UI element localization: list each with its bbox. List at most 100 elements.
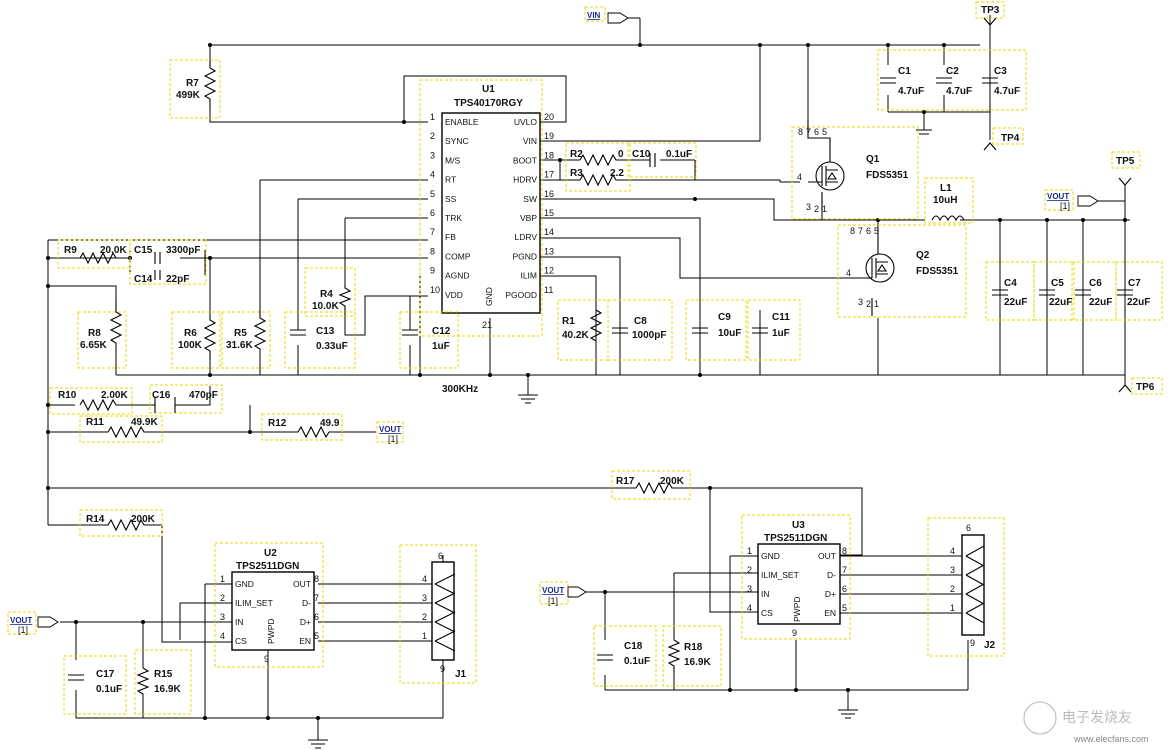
u1-pin-14-num: 14 xyxy=(544,227,554,237)
u2-pin-4-name: CS xyxy=(235,636,247,646)
c3-value: 4.7uF xyxy=(994,86,1020,97)
u3-pin-1-num: 1 xyxy=(747,546,752,556)
r6-ref: R6 xyxy=(184,328,197,339)
inductor-l1: L1 10uH xyxy=(924,177,974,224)
q2-gate-pin: 4 xyxy=(846,268,851,278)
u1-pin-18-num: 18 xyxy=(544,150,554,160)
r15-ref: R15 xyxy=(154,669,173,680)
u1-pin-11-num: 11 xyxy=(544,285,553,295)
c12-value: 1uF xyxy=(432,341,450,352)
u2-pin-6-name: D+ xyxy=(300,617,311,627)
u1-pin-10-num: 10 xyxy=(430,285,440,295)
r14-ref: R14 xyxy=(86,514,105,525)
u1-pin-9-num: 9 xyxy=(430,266,435,276)
r17-ref: R17 xyxy=(616,476,635,487)
r4-ref: R4 xyxy=(320,289,333,300)
u2-pad-num: 9 xyxy=(264,654,269,664)
c11-ref: C11 xyxy=(772,312,790,323)
c13-ref: C13 xyxy=(316,326,335,337)
r6-value: 100K xyxy=(178,340,203,351)
r12-value: 49.9 xyxy=(320,418,340,429)
q1-pin-7: 7 xyxy=(806,127,811,137)
r7-value: 499K xyxy=(176,90,201,101)
vout-flag-sheet-mid: [1] xyxy=(388,434,398,444)
r1-ref: R1 xyxy=(562,316,575,327)
test-points: TP3 TP4 TP5 TP6 xyxy=(975,1,1163,395)
u2-pin-2-num: 2 xyxy=(220,593,225,603)
c14-ref: C14 xyxy=(134,274,153,285)
c5-ref: C5 xyxy=(1051,278,1064,289)
u2-pin-1-name: GND xyxy=(235,579,254,589)
q2-pin-1: 1 xyxy=(874,299,879,309)
q2-mosfet: 8 7 6 5 3 2 1 4 Q2 FDS5351 xyxy=(837,224,967,318)
r18-ref: R18 xyxy=(684,642,703,653)
u2-pin-8-num: 8 xyxy=(314,574,319,584)
r1-value: 40.2K xyxy=(562,330,589,341)
u3-pin-2-name: ILIM_SET xyxy=(761,570,799,580)
j1-pin-2: 2 xyxy=(422,612,427,622)
j2-pin-3: 3 xyxy=(950,565,955,575)
u1-pin-2-name: SYNC xyxy=(445,136,469,146)
u3-part: TPS2511DGN xyxy=(764,533,827,544)
u1-pin-3-num: 3 xyxy=(430,150,435,160)
q1-mosfet: 8 7 6 5 3 2 1 4 Q1 FDS5351 xyxy=(791,120,919,220)
u3-pin-8-num: 8 xyxy=(842,546,847,556)
tp5-label: TP5 xyxy=(1116,156,1135,167)
c9-ref: C9 xyxy=(718,312,731,323)
r5-ref: R5 xyxy=(234,328,247,339)
u1-pin-4-num: 4 xyxy=(430,170,435,180)
u1-pin-15-num: 15 xyxy=(544,208,554,218)
u3-pin-6-name: D+ xyxy=(825,589,836,599)
u2-part: TPS2511DGN xyxy=(236,561,299,572)
watermark-url: www.elecfans.com xyxy=(1073,734,1149,744)
r3-value: 2.2 xyxy=(610,168,624,179)
tp6-label: TP6 xyxy=(1136,382,1155,393)
q1-pin-3: 3 xyxy=(806,202,811,212)
u1-pin-18-name: BOOT xyxy=(513,155,537,165)
c11-value: 1uF xyxy=(772,328,790,339)
q2-ref: Q2 xyxy=(916,250,930,261)
j2-pin-4: 4 xyxy=(950,546,955,556)
u1-part: TPS40170RGY xyxy=(454,98,523,109)
u1-pin-15-name: VBP xyxy=(520,213,537,223)
j1-ref: J1 xyxy=(455,669,467,680)
r7-ref: R7 xyxy=(186,78,199,89)
u1-pin-17-name: HDRV xyxy=(513,175,537,185)
u1-pin-7-name: FB xyxy=(445,232,456,242)
q2-pin-8: 8 xyxy=(850,226,855,236)
c3-ref: C3 xyxy=(994,66,1007,77)
r10-value: 2.00K xyxy=(101,390,128,401)
u3-pad-name: PWPD xyxy=(792,597,802,623)
l1-ref: L1 xyxy=(940,183,952,194)
u1-pin-17-num: 17 xyxy=(544,170,554,180)
u3-pad-num: 9 xyxy=(792,628,797,638)
c18-value: 0.1uF xyxy=(624,656,650,667)
q2-pin-6: 6 xyxy=(866,226,871,236)
junction-dots xyxy=(46,43,1127,720)
resistors: R7 499K R2 0 R3 2.2 R9 20.0K R8 6.65K R6… xyxy=(49,59,722,715)
u1-pin-11-name: PGOOD xyxy=(505,290,537,300)
r9-value: 20.0K xyxy=(100,245,127,256)
u1-gnd-pin-name: GND xyxy=(484,287,494,306)
r4-value: 10.0K xyxy=(312,301,339,312)
u3-pin-5-num: 5 xyxy=(842,603,847,613)
u2-pin-5-name: EN xyxy=(299,636,311,646)
u1-pin-4-name: RT xyxy=(445,175,456,185)
u3-pin-4-name: CS xyxy=(761,608,773,618)
u1-pin-16-name: SW xyxy=(523,194,537,204)
u1-frequency: 300KHz xyxy=(442,384,478,395)
c6-value: 22uF xyxy=(1089,297,1112,308)
l1-value: 10uH xyxy=(933,195,957,206)
j1-connector: 6 4 3 2 1 9 J1 xyxy=(399,544,477,684)
q1-pin-1: 1 xyxy=(822,204,827,214)
u1-pin-8-name: COMP xyxy=(445,251,471,261)
j1-pin-3: 3 xyxy=(422,593,427,603)
c1-value: 4.7uF xyxy=(898,86,924,97)
j2-ref: J2 xyxy=(984,640,996,651)
u1-pin-5-num: 5 xyxy=(430,189,435,199)
c8-ref: C8 xyxy=(634,316,647,327)
j2-connector: 6 4 3 2 1 9 J2 xyxy=(927,517,1005,657)
u1-pin-2-num: 2 xyxy=(430,131,435,141)
